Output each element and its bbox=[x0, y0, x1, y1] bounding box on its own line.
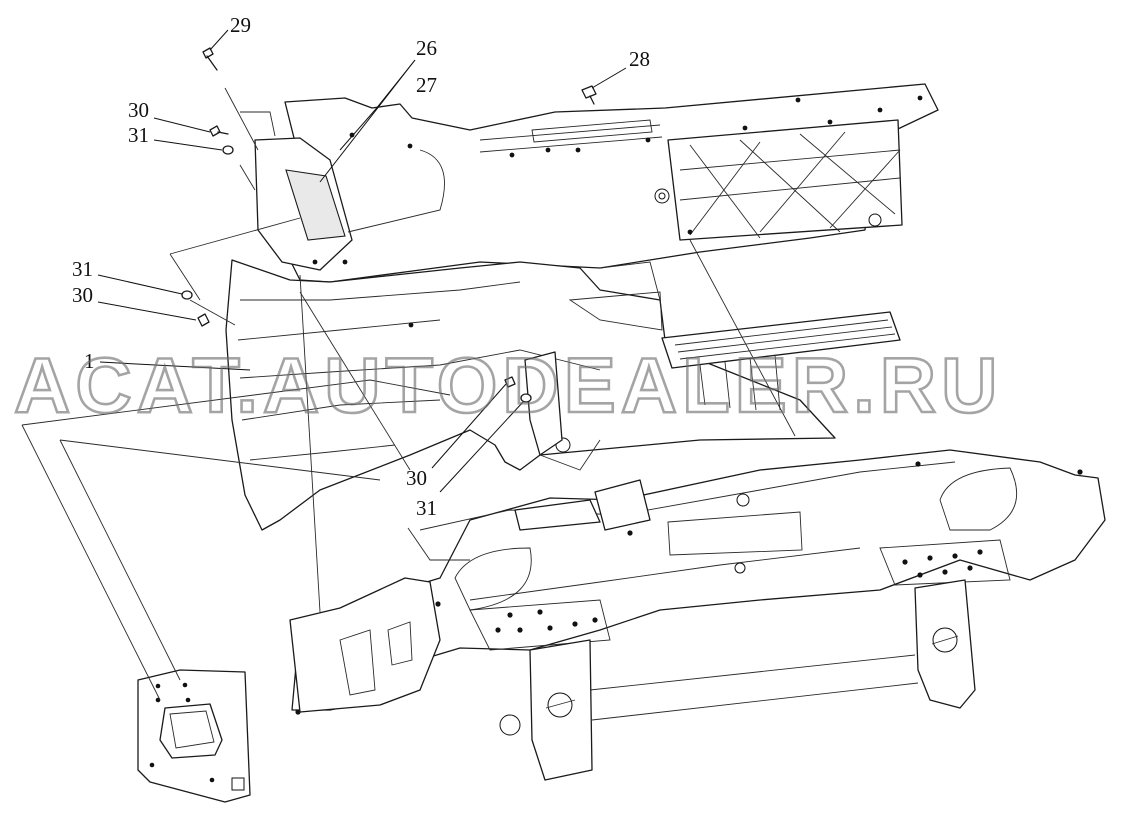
fasteners bbox=[181, 47, 597, 403]
callout-29: 29 bbox=[230, 13, 251, 37]
bolt-30-upper bbox=[209, 125, 229, 137]
front-cross-frame bbox=[289, 449, 1106, 781]
front-bumper-panel bbox=[225, 83, 939, 531]
callout-30-center: 30 bbox=[406, 466, 427, 490]
bolt-30-left bbox=[197, 313, 210, 327]
callout-28: 28 bbox=[629, 47, 650, 71]
watermark: ACAT.AUTODEALER.RU bbox=[14, 341, 1002, 429]
callout-1: 1 bbox=[84, 349, 95, 373]
callout-30-upper: 30 bbox=[128, 98, 149, 122]
callout-labels: 29 26 27 28 30 31 31 30 1 30 31 bbox=[72, 13, 650, 520]
callout-31-left: 31 bbox=[72, 257, 93, 281]
callout-31-center: 31 bbox=[416, 496, 437, 520]
callout-31-upper: 31 bbox=[128, 123, 149, 147]
callout-30-left: 30 bbox=[72, 283, 93, 307]
washer-31-left bbox=[181, 290, 193, 300]
bolt-30-center bbox=[504, 376, 516, 388]
bolt-28 bbox=[581, 85, 597, 105]
callout-27: 27 bbox=[416, 73, 437, 97]
leader-lines bbox=[97, 29, 627, 493]
mounting-plate bbox=[137, 669, 251, 803]
washer-31-center bbox=[520, 393, 532, 403]
washer-31-upper bbox=[222, 145, 234, 155]
bolt-29 bbox=[202, 47, 218, 71]
assembly-lines bbox=[21, 87, 796, 701]
callout-26: 26 bbox=[416, 36, 437, 60]
